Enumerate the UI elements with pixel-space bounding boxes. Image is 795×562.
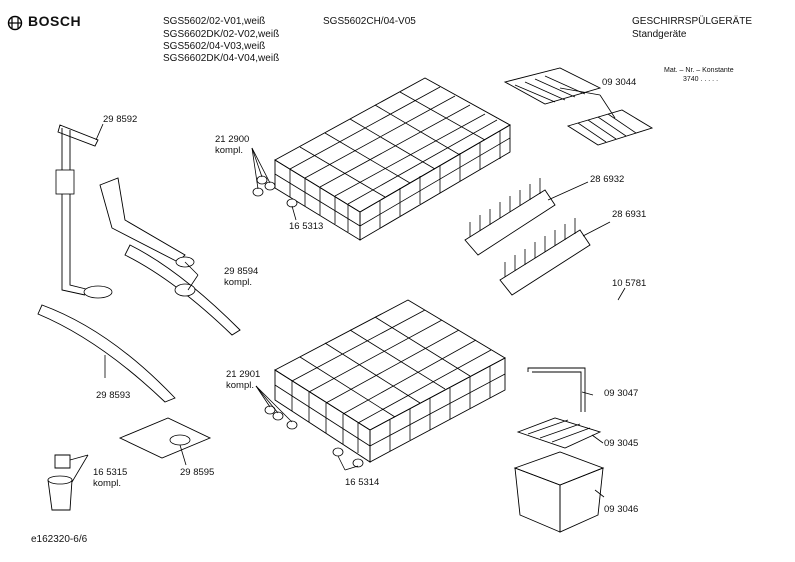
filter-plate-drawing — [118, 417, 212, 459]
drawing-id: e162320-6/6 — [31, 534, 88, 545]
model-line-2: SGS6602DK/02-V02,weiß — [163, 29, 280, 40]
part-label-298594: 29 8594 kompl. — [224, 266, 259, 288]
mat-label: Mat. – Nr. – Konstante — [664, 67, 734, 74]
leader-lines — [69, 87, 626, 498]
model-ch: SGS5602CH/04-V05 — [323, 16, 416, 27]
basket-grid-drawing — [516, 417, 602, 449]
lower-basket-drawing — [274, 299, 506, 463]
model-line-3: SGS5602/04-V03,weiß — [163, 41, 266, 52]
upper-basket-wheels — [252, 175, 298, 208]
basket-handle-drawing — [527, 367, 586, 412]
mat-value: 3740 . . . . . — [683, 76, 719, 83]
part-label-093047: 09 3047 — [604, 388, 639, 399]
part-label-298592: 29 8592 — [103, 114, 138, 125]
part-label-093045: 09 3045 — [604, 438, 639, 449]
lower-basket-wheels — [264, 405, 364, 468]
model-line-1: SGS5602/02-V01,weiß — [163, 16, 266, 27]
wire-rack-drawing — [464, 178, 591, 296]
part-label-093044: 09 3044 — [602, 77, 637, 88]
part-label-165313: 16 5313 — [289, 221, 324, 232]
part-label-212901: 21 2901 kompl. — [226, 369, 261, 391]
upper-spray-arm-drawing — [99, 177, 195, 268]
bottom-spray-arm-drawing — [37, 304, 176, 403]
bosch-logo-icon — [7, 15, 23, 31]
part-label-298593: 29 8593 — [96, 390, 131, 401]
model-line-4: SGS6602DK/04-V04,weiß — [163, 53, 280, 64]
spray-pipe-drawing — [55, 124, 113, 299]
part-label-298595: 29 8595 — [180, 467, 215, 478]
part-label-165314: 16 5314 — [345, 477, 380, 488]
part-label-286931: 28 6931 — [612, 209, 647, 220]
cutlery-basket-drawing — [513, 451, 605, 533]
filter-drawing — [47, 454, 73, 511]
part-label-165315: 16 5315 kompl. — [93, 467, 128, 489]
upper-basket-drawing — [274, 77, 511, 241]
part-label-286932: 28 6932 — [590, 174, 625, 185]
category-title: GESCHIRRSPÜLGERÄTE — [632, 16, 753, 27]
cup-shelf-drawing — [503, 67, 654, 146]
part-label-212900: 21 2900 kompl. — [215, 134, 250, 156]
part-label-093046: 09 3046 — [604, 504, 639, 515]
brand-name: BOSCH — [28, 13, 82, 29]
category-subtitle: Standgeräte — [632, 29, 687, 40]
part-label-105781: 10 5781 — [612, 278, 647, 289]
